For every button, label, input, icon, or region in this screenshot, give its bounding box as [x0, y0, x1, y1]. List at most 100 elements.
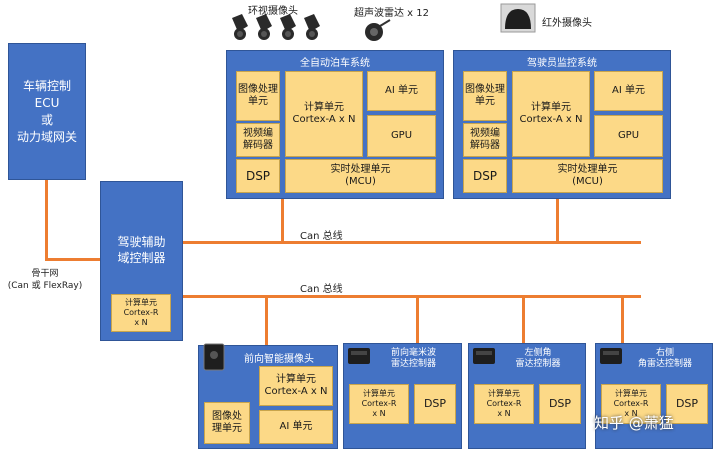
parking-dsp-label: DSP: [245, 169, 271, 183]
vehicle-ecu-block: 车辆控制 ECU 或 动力域网关: [8, 43, 86, 180]
front-cam-title: 前向智能摄像头: [244, 354, 314, 365]
parking-compute-unit: 计算单元 Cortex-A x N: [285, 71, 363, 157]
parking-ai-unit: AI 单元: [367, 71, 436, 111]
front-cam-image-unit: 图像处 理单元: [204, 402, 250, 444]
parking-gpu-label: GPU: [390, 130, 413, 141]
can-bus-2-line: [183, 295, 641, 298]
left-radar-dsp-label: DSP: [548, 397, 572, 410]
right-radar-compute-line-3: x N: [624, 409, 638, 418]
right-radar-title-line-2: 角雷达控制器: [637, 359, 692, 369]
front-cam-drop-line: [265, 296, 268, 347]
parking-mcu: 实时处理单元 (MCU): [285, 159, 436, 193]
front-cam-compute-line-2: Cortex-A x N: [264, 386, 328, 397]
left-radar-compute-line-1: 计算单元: [488, 389, 520, 398]
parking-codec-line-2: 解码器: [243, 140, 273, 151]
parking-drop-line: [281, 199, 284, 243]
dms-image-line-2: 单元: [475, 96, 495, 107]
right-radar-drop-line: [621, 296, 624, 344]
ultrasonic-label: 超声波雷达 x 12: [354, 8, 429, 19]
dms-dsp: DSP: [463, 159, 507, 193]
front-smart-camera: 前向智能摄像头 计算单元 Cortex-A x N 图像处 理单元 AI 单元: [198, 343, 338, 449]
backbone-line: [45, 258, 100, 261]
mmwave-title-line-2: 雷达控制器: [390, 359, 436, 369]
backbone-line-2: (Can 或 FlexRay): [7, 281, 83, 291]
mmwave-dsp-label: DSP: [423, 397, 447, 410]
adas-compute-line-3: x N: [134, 318, 148, 327]
ecu-line-3: 或: [40, 112, 53, 127]
radar-sensor-icon: [348, 348, 370, 364]
right-radar-title: 右侧 角雷达控制器: [618, 348, 712, 370]
dms-codec-line-1: 视频编: [470, 128, 500, 139]
dms-mcu-line-2: (MCU): [572, 176, 603, 187]
front-camera-icon: [203, 343, 225, 371]
watermark: 知乎 @萧猛: [594, 414, 674, 432]
front-cam-compute-line-1: 计算单元: [276, 374, 316, 385]
right-corner-radar-controller: 右侧 角雷达控制器 计算单元 Cortex-R x N DSP: [595, 343, 713, 449]
dms-mcu-line-1: 实时处理单元: [557, 164, 618, 175]
dms-codec-line-2: 解码器: [470, 140, 500, 151]
infrared-camera-icon: [500, 3, 536, 33]
backbone-label: 骨干网 (Can 或 FlexRay): [4, 268, 86, 292]
right-radar-dsp-label: DSP: [675, 397, 699, 410]
front-cam-image-line-2: 理单元: [212, 423, 242, 434]
ir-camera-label: 红外摄像头: [542, 18, 592, 29]
mmwave-compute-line-3: x N: [372, 409, 386, 418]
can-bus-1-line: [183, 241, 641, 244]
dms-ai-label: AI 单元: [612, 85, 645, 96]
dms-drop-line: [556, 199, 559, 243]
parking-dsp: DSP: [236, 159, 280, 193]
right-radar-title-line-1: 右侧: [655, 348, 674, 358]
surround-camera-icons: [228, 12, 328, 48]
left-radar-title: 左侧角 雷达控制器: [491, 348, 585, 370]
mmwave-drop-line: [416, 296, 419, 344]
dms-compute-line-2: Cortex-A x N: [519, 114, 583, 125]
mmwave-compute-line-2: Cortex-R: [361, 399, 397, 408]
dms-title: 驾驶员监控系统: [527, 58, 597, 69]
adas-title-line-1: 驾驶辅助: [117, 235, 166, 249]
dms-video-codec: 视频编 解码器: [463, 123, 507, 157]
ecu-line-2: ECU: [34, 95, 60, 110]
mmwave-compute-line-1: 计算单元: [363, 389, 395, 398]
dms-mcu: 实时处理单元 (MCU): [512, 159, 663, 193]
ecu-line-1: 车辆控制: [22, 78, 71, 93]
can-bus-2-label: Can 总线: [300, 284, 343, 295]
mmwave-dsp: DSP: [414, 384, 456, 424]
right-radar-compute-line-2: Cortex-R: [613, 399, 649, 408]
mmwave-compute: 计算单元 Cortex-R x N: [349, 384, 409, 424]
dms-image-unit: 图像处理 单元: [463, 71, 507, 121]
left-radar-compute-line-3: x N: [497, 409, 511, 418]
left-radar-dsp: DSP: [539, 384, 581, 424]
dms-ai-unit: AI 单元: [594, 71, 663, 111]
front-cam-image-line-1: 图像处: [212, 411, 242, 422]
driver-monitor-system: 驾驶员监控系统 图像处理 单元 视频编 解码器 DSP 计算单元 Cortex-…: [453, 50, 671, 199]
ir-camera-icon: [500, 3, 536, 37]
adas-compute-line-2: Cortex-R: [123, 308, 159, 317]
radar-sensor-icon: [600, 348, 622, 364]
ultrasonic-sensor-icon: [365, 19, 391, 41]
dms-gpu-label: GPU: [617, 130, 640, 141]
front-cam-ai-unit: AI 单元: [259, 410, 333, 444]
parking-gpu: GPU: [367, 115, 436, 157]
parking-mcu-line-1: 实时处理单元: [330, 164, 391, 175]
camera-icon: [232, 14, 320, 40]
front-cam-compute: 计算单元 Cortex-A x N: [259, 366, 333, 406]
mmwave-radar-controller: 前向毫米波 雷达控制器 计算单元 Cortex-R x N DSP: [343, 343, 462, 449]
surround-camera-label: 环视摄像头: [248, 6, 298, 17]
left-radar-drop-line: [522, 296, 525, 344]
adas-title: 驾驶辅助 域控制器: [101, 234, 182, 266]
dms-image-line-1: 图像处理: [465, 84, 505, 95]
dms-gpu: GPU: [594, 115, 663, 157]
parking-title: 全自动泊车系统: [300, 58, 370, 69]
left-radar-title-line-1: 左侧角: [524, 348, 552, 358]
left-radar-compute-line-2: Cortex-R: [486, 399, 522, 408]
parking-compute-line-1: 计算单元: [304, 102, 344, 113]
left-corner-radar-controller: 左侧角 雷达控制器 计算单元 Cortex-R x N DSP: [468, 343, 586, 449]
parking-image-unit: 图像处理 单元: [236, 71, 280, 121]
adas-compute-line-1: 计算单元: [125, 298, 157, 307]
parking-mcu-line-2: (MCU): [345, 176, 376, 187]
right-radar-compute-line-1: 计算单元: [615, 389, 647, 398]
parking-image-line-1: 图像处理: [238, 84, 278, 95]
left-radar-compute: 计算单元 Cortex-R x N: [474, 384, 534, 424]
ultrasonic-icon: [362, 16, 392, 50]
auto-parking-system: 全自动泊车系统 图像处理 单元 视频编 解码器 DSP 计算单元 Cortex-…: [226, 50, 444, 199]
